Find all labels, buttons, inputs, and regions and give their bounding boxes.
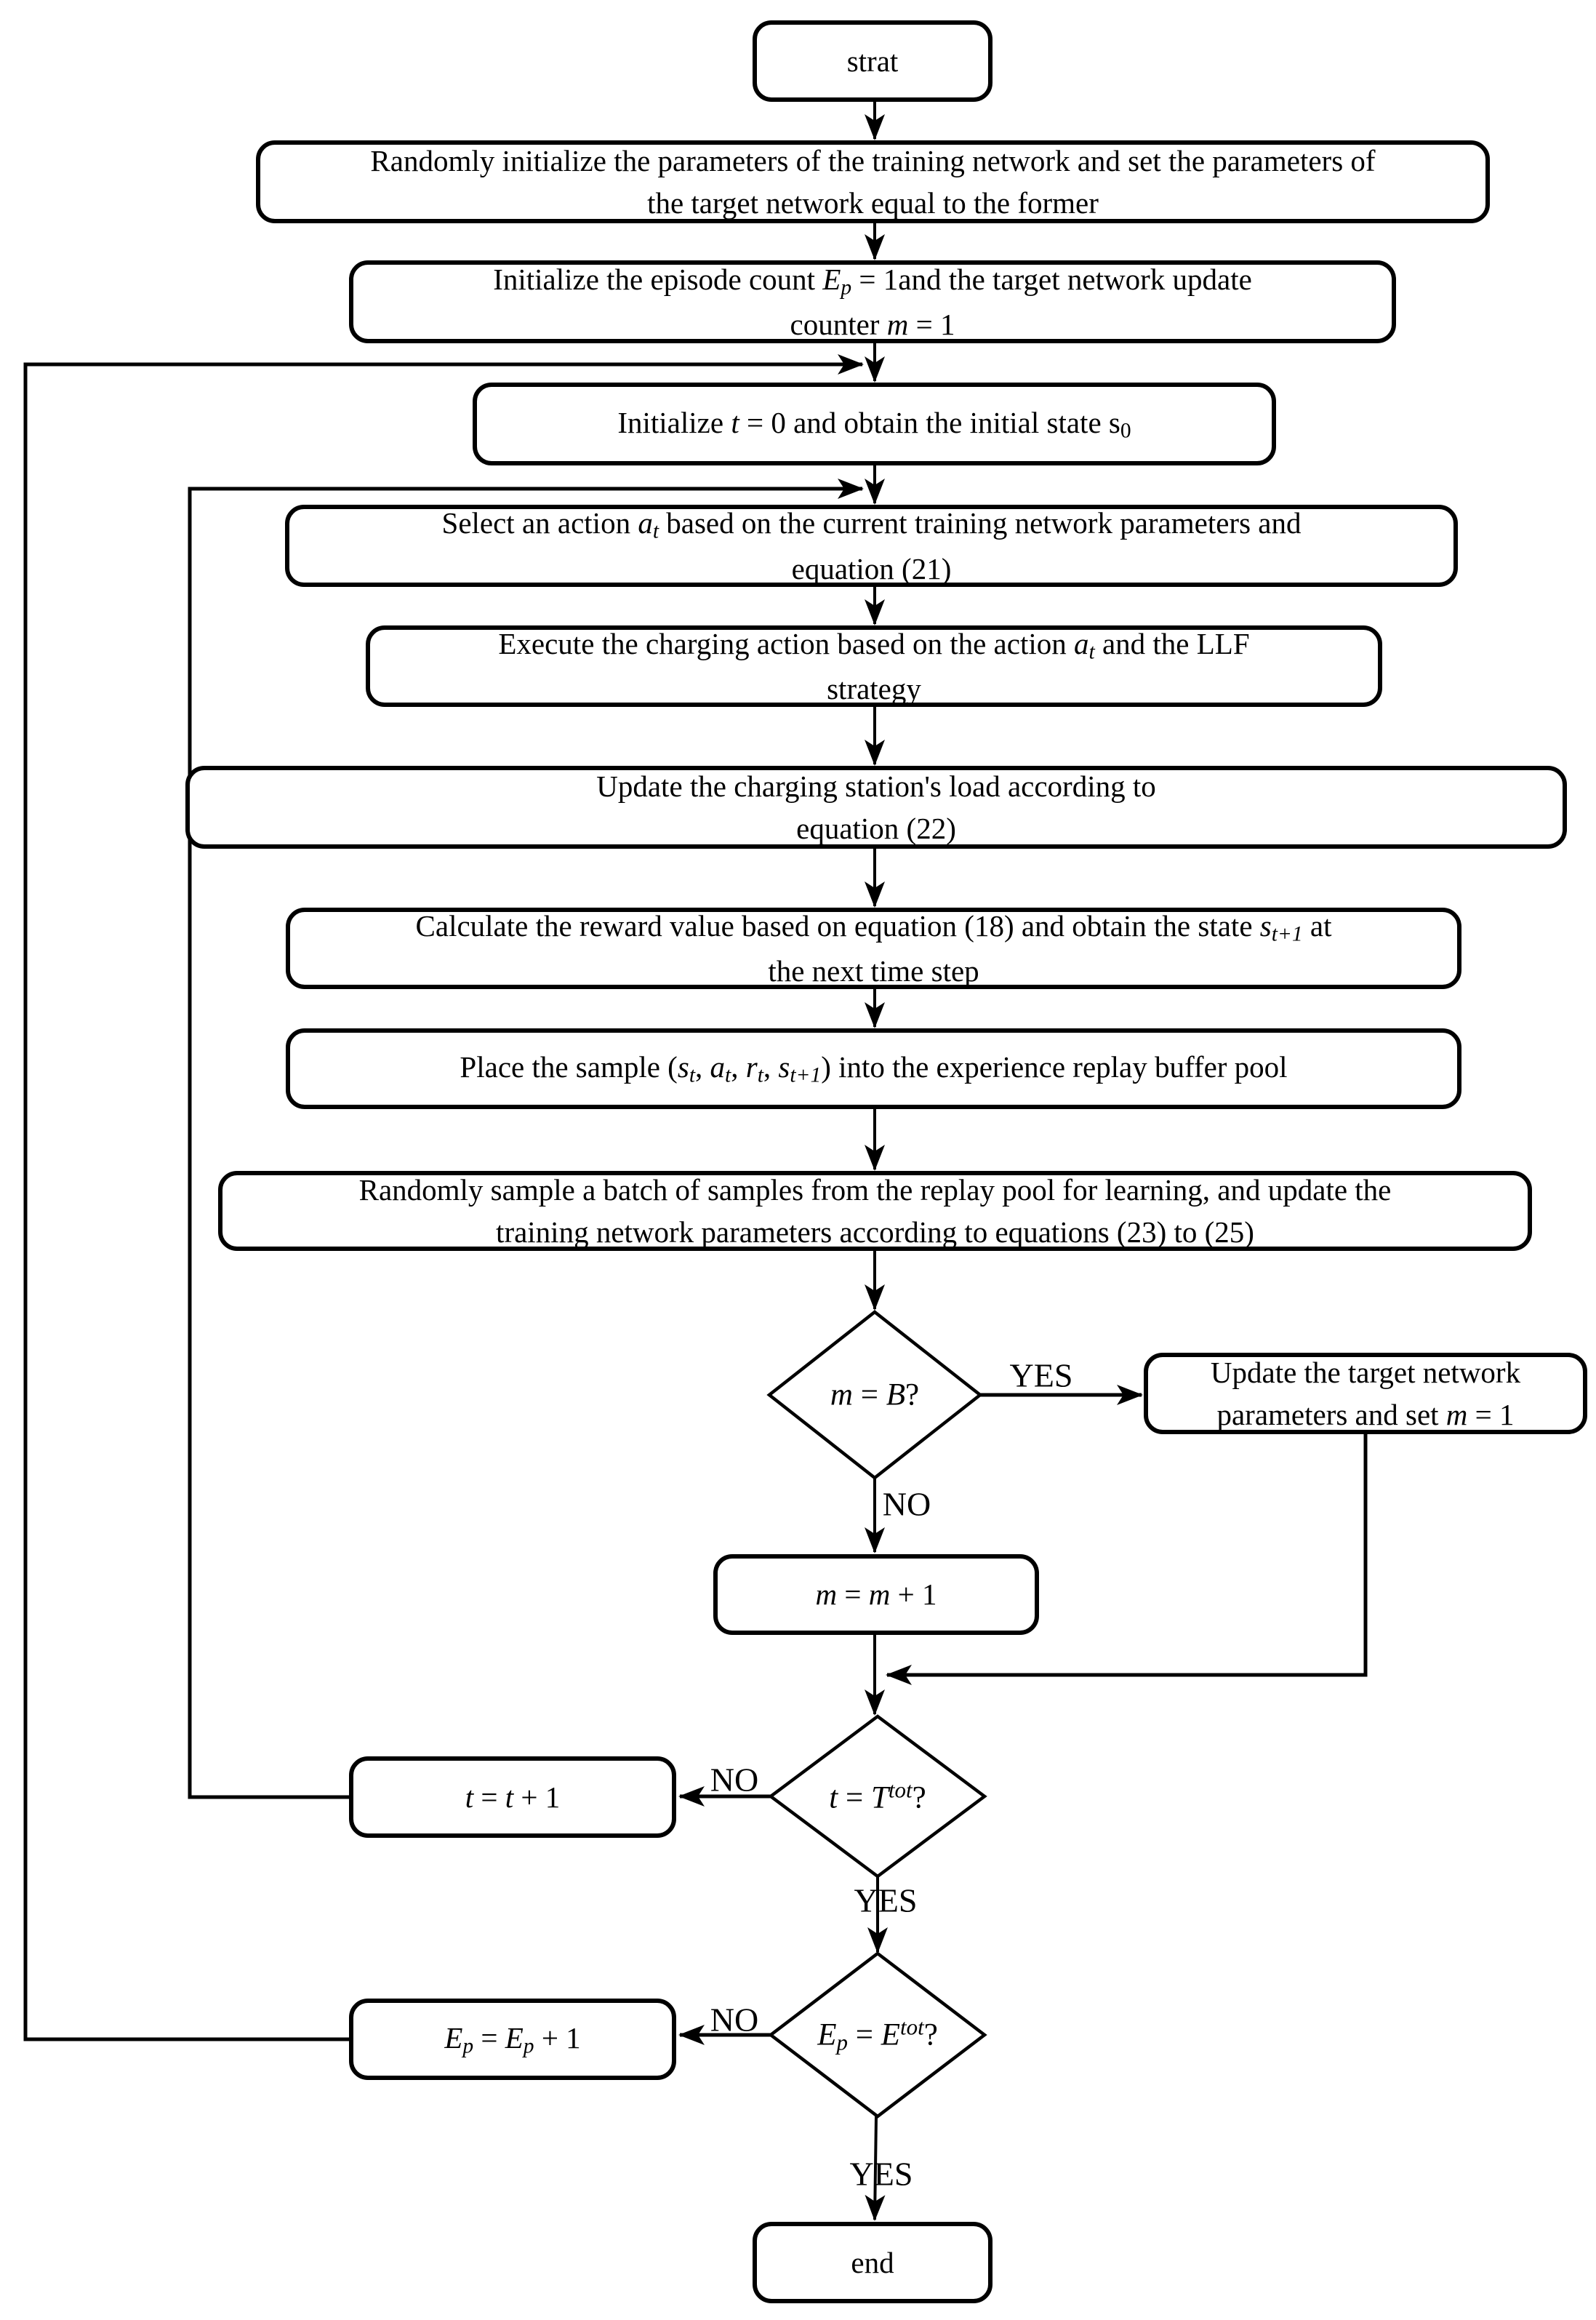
flow-node-increment-ep-label: Ep = Ep + 1 bbox=[444, 2020, 581, 2058]
decision-diamond-m-equals-b bbox=[766, 1310, 983, 1480]
edge-label-decision-ep-yes: YES bbox=[849, 2155, 913, 2193]
flow-node-calc-reward-label: Calculate the reward value based on equa… bbox=[415, 908, 1332, 988]
flow-node-sample-batch-label: Randomly sample a batch of samples from … bbox=[358, 1172, 1392, 1249]
decision-diamond-t-equals-ttot bbox=[768, 1714, 987, 1879]
flow-node-update-load: Update the charging station's load accor… bbox=[185, 766, 1567, 849]
flow-node-init-params: Randomly initialize the parameters of th… bbox=[256, 140, 1490, 223]
edge-label-decision-m-yes: YES bbox=[1009, 1356, 1073, 1394]
flow-node-increment-m-label: m = m + 1 bbox=[815, 1577, 937, 1612]
flow-node-update-load-label: Update the charging station's load accor… bbox=[596, 769, 1156, 845]
flow-node-execute-action: Execute the charging action based on the… bbox=[366, 625, 1382, 707]
decision-diamond-ep-equals-etot bbox=[768, 1951, 987, 2119]
flow-node-store-sample: Place the sample (st, at, rt, st+1) into… bbox=[286, 1028, 1461, 1109]
decision-m-equals-b-label: m = B? bbox=[830, 1377, 920, 1412]
flow-node-init-t-label: Initialize t = 0 and obtain the initial … bbox=[617, 405, 1131, 443]
flow-node-increment-t: t = t + 1 bbox=[349, 1756, 676, 1838]
flow-node-init-episode-label: Initialize the episode count Ep = 1and t… bbox=[493, 262, 1252, 342]
edge-timestep-loop-back bbox=[188, 479, 864, 1799]
flow-node-store-sample-label: Place the sample (st, at, rt, st+1) into… bbox=[460, 1050, 1288, 1087]
flow-node-increment-ep: Ep = Ep + 1 bbox=[349, 1999, 676, 2080]
flow-node-increment-t-label: t = t + 1 bbox=[465, 1780, 561, 1814]
flow-node-select-action-label: Select an action at based on the current… bbox=[441, 506, 1302, 585]
flow-node-end-label: end bbox=[851, 2245, 894, 2279]
edge-label-decision-t-no: NO bbox=[710, 1761, 759, 1799]
decision-ep-equals-etot-label: Ep = Etot? bbox=[817, 2014, 938, 2055]
flow-node-end: end bbox=[753, 2222, 993, 2303]
edge-label-decision-m-no: NO bbox=[882, 1485, 931, 1523]
decision-t-equals-ttot-label: t = Ttot? bbox=[829, 1777, 926, 1815]
flow-node-calc-reward: Calculate the reward value based on equa… bbox=[286, 908, 1461, 989]
flow-node-execute-action-label: Execute the charging action based on the… bbox=[498, 626, 1250, 706]
flow-node-increment-m: m = m + 1 bbox=[713, 1554, 1039, 1635]
edge-update-target-rejoin bbox=[886, 1434, 1368, 1685]
flow-node-start: strat bbox=[753, 20, 993, 102]
edge-label-decision-t-yes: YES bbox=[854, 1881, 918, 1919]
edge-decision-ep-yes bbox=[865, 2116, 886, 2221]
flow-node-start-label: strat bbox=[846, 44, 899, 78]
edge-episode-loop-back bbox=[23, 354, 864, 2041]
flow-node-sample-batch: Randomly sample a batch of samples from … bbox=[218, 1171, 1532, 1251]
flow-node-init-episode: Initialize the episode count Ep = 1and t… bbox=[349, 260, 1396, 343]
flow-node-init-params-label: Randomly initialize the parameters of th… bbox=[370, 143, 1376, 220]
flow-node-init-t: Initialize t = 0 and obtain the initial … bbox=[473, 383, 1276, 465]
edge-label-decision-ep-no: NO bbox=[710, 2001, 759, 2039]
flow-node-select-action: Select an action at based on the current… bbox=[285, 505, 1458, 587]
